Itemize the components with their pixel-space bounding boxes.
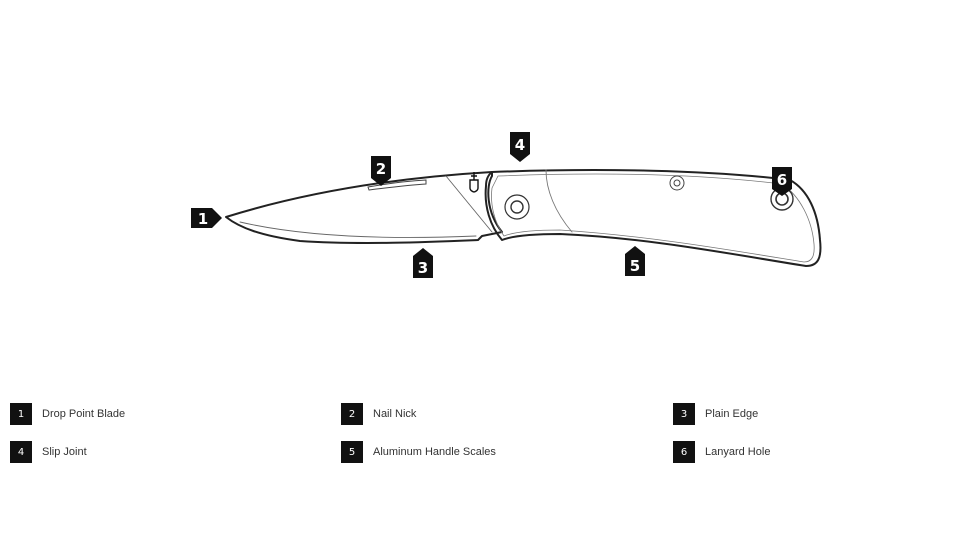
legend-number: 2 <box>341 403 363 425</box>
callout-3: 3 <box>413 248 433 278</box>
knife-handle <box>484 169 822 267</box>
legend-item-drop-point-blade: 1 Drop Point Blade <box>10 403 125 425</box>
knife-diagram: 1 2 3 4 5 6 <box>191 132 822 278</box>
legend-item-nail-nick: 2 Nail Nick <box>341 403 416 425</box>
callout-6-number: 6 <box>777 171 787 189</box>
legend-label: Drop Point Blade <box>42 408 126 420</box>
callout-2: 2 <box>371 156 391 186</box>
callout-1-number: 1 <box>198 210 208 228</box>
legend-label: Plain Edge <box>705 408 759 420</box>
handle-screw <box>669 175 685 191</box>
legend-item-aluminum-handle-scales: 5 Aluminum Handle Scales <box>341 441 496 463</box>
legend-label: Nail Nick <box>373 408 417 420</box>
legend-label: Slip Joint <box>42 446 87 458</box>
legend-item-plain-edge: 3 Plain Edge <box>673 403 758 425</box>
legend-number: 6 <box>673 441 695 463</box>
legend-item-slip-joint: 4 Slip Joint <box>10 441 87 463</box>
callout-4: 4 <box>510 132 530 162</box>
callout-6: 6 <box>772 167 792 196</box>
legend-label: Lanyard Hole <box>705 446 771 458</box>
brand-logo <box>469 172 479 193</box>
legend-label: Aluminum Handle Scales <box>373 446 496 458</box>
pivot-pin <box>504 194 530 220</box>
callout-5: 5 <box>625 246 645 276</box>
parts-legend: 1 Drop Point Blade 2 Nail Nick 3 Plain E… <box>0 395 978 475</box>
callout-1: 1 <box>191 208 222 228</box>
legend-number: 1 <box>10 403 32 425</box>
callout-3-number: 3 <box>418 259 428 277</box>
legend-item-lanyard-hole: 6 Lanyard Hole <box>673 441 770 463</box>
callout-5-number: 5 <box>630 257 640 275</box>
callout-2-number: 2 <box>376 160 386 178</box>
legend-number: 4 <box>10 441 32 463</box>
legend-number: 3 <box>673 403 695 425</box>
nail-nick <box>367 179 427 191</box>
callout-4-number: 4 <box>515 136 525 154</box>
knife-blade <box>225 171 503 244</box>
legend-number: 5 <box>341 441 363 463</box>
